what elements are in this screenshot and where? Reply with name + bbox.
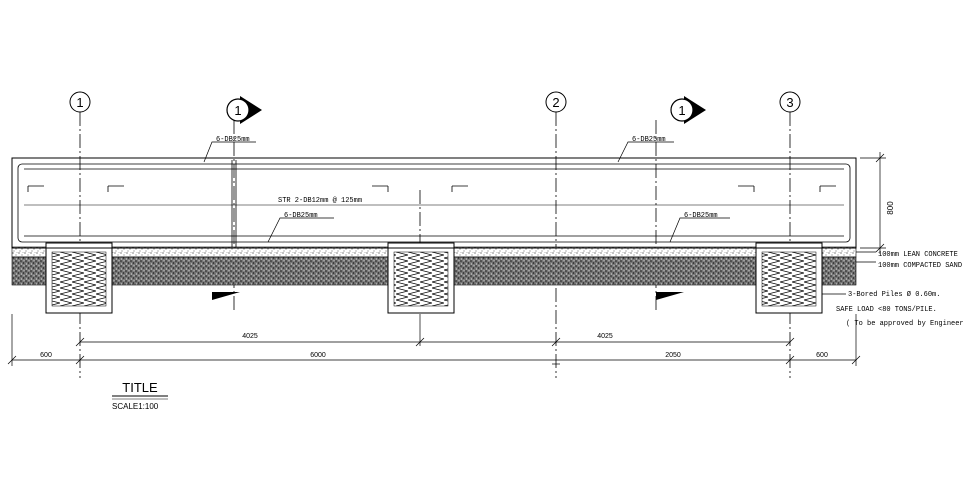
drawing-scale: SCALE1:100	[112, 402, 159, 411]
dim-lower-1: 600	[40, 352, 52, 359]
pile-note-2: SAFE LOAD <80 TONS/PILE.	[836, 306, 937, 314]
beam-outline	[11, 157, 857, 249]
pile-cap-middle	[387, 242, 455, 314]
dim-lower-2: 6000	[310, 352, 326, 359]
layer-callout-lines	[856, 251, 876, 263]
section-marker-left: 1	[226, 96, 262, 124]
dimension-lines	[7, 314, 861, 366]
grid-marker-1-label: 1	[76, 95, 83, 110]
beam-depth-dimension	[860, 152, 886, 254]
lean-concrete-label: 100mm LEAN CONCRETE	[878, 251, 958, 259]
pile-cap-right	[755, 242, 823, 314]
grid-marker-3: 3	[779, 91, 801, 113]
footing-marker-left	[212, 292, 240, 300]
dim-lower-3: 2050	[665, 352, 681, 359]
pile-cap-left	[45, 242, 113, 314]
stirrup-outline	[17, 163, 851, 243]
grid-marker-2: 2	[545, 91, 567, 113]
grid-marker-1: 1	[69, 91, 91, 113]
rebar-bottom-right: 6-DB25mm	[684, 212, 718, 220]
grid-marker-2-label: 2	[552, 95, 559, 110]
grid-marker-3-label: 3	[786, 95, 793, 110]
beam-depth-label: 800	[886, 201, 895, 215]
footing-marker-right	[656, 292, 684, 300]
stirrup-label: STR 2-DB12mm @ 125mm	[278, 197, 362, 205]
bar-cutoff-marks	[27, 160, 836, 247]
dim-upper-1: 4025	[242, 333, 258, 340]
section-marker-left-label: 1	[234, 103, 241, 118]
rebar-leaders	[203, 141, 730, 243]
dim-lower-4: 600	[816, 352, 828, 359]
dim-upper-2: 4025	[597, 333, 613, 340]
pile-note-3: ( To be approved by Engineer )	[846, 320, 964, 328]
compacted-sand-label: 100mm COMPACTED SAND	[878, 262, 962, 270]
rebar-bottom-left: 6-DB25mm	[284, 212, 318, 220]
rebar-top-left: 6-DB25mm	[216, 136, 250, 144]
rebar-top-right: 6-DB25mm	[632, 136, 666, 144]
section-marker-right-label: 1	[678, 103, 685, 118]
section-marker-right: 1	[670, 96, 706, 124]
pile-note-1: 3-Bored Piles Ø 0.60m.	[848, 290, 940, 299]
drawing-title: TITLE	[122, 380, 158, 395]
